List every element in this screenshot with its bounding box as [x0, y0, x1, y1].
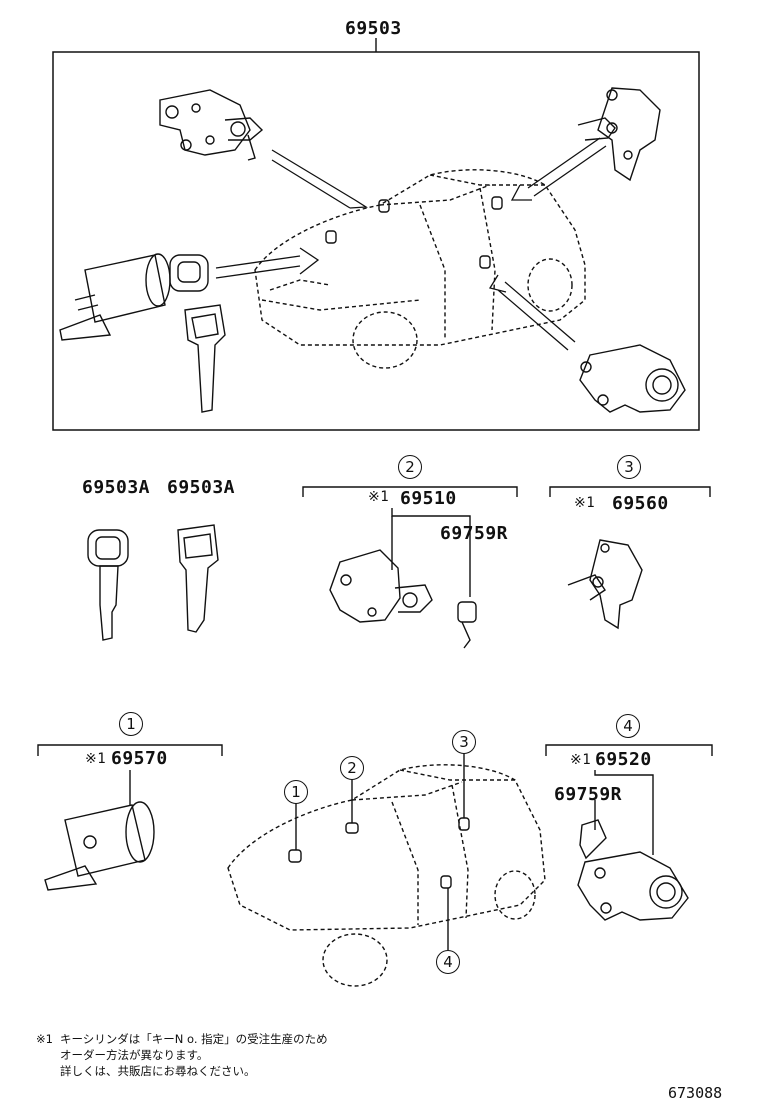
key-part-number-left: 69503A: [82, 477, 151, 498]
car-callout-3: 3: [452, 730, 476, 754]
group-4-bracket: [545, 744, 713, 855]
group-3-callout: 3: [617, 455, 641, 479]
group-1-part-number: 69570: [111, 748, 168, 769]
callout-leaders: [295, 752, 465, 950]
group-4-sub-part-number: 69759R: [554, 784, 623, 805]
group-3-part-number: 69560: [612, 493, 669, 514]
door-lock-assembly-front-top: [159, 89, 264, 161]
group-4-part-number: 69520: [595, 749, 652, 770]
key-69503a-right: [177, 524, 219, 633]
car-callout-1: 1: [284, 780, 308, 804]
car-callout-4: 4: [436, 950, 460, 974]
group-2-mark: ※1: [368, 489, 390, 505]
back-door-lock-top: [579, 344, 686, 413]
group-2-bracket: [302, 486, 518, 597]
door-lock-assembly-rear-top: [577, 87, 661, 182]
kit-part-number: 69503: [345, 18, 402, 39]
car-illustration-top: [254, 169, 586, 369]
key-69503a-left: [87, 529, 129, 641]
lock-part-69759r-b: [579, 819, 607, 860]
lock-part-69759r-a: [457, 601, 477, 649]
footnote-line-2: オーダー方法が異なります。: [60, 1048, 209, 1062]
group-2-part-number: 69510: [400, 488, 457, 509]
group-2-sub-part-number: 69759R: [440, 523, 509, 544]
lock-points-top: [325, 196, 503, 269]
group-3-mark: ※1: [574, 495, 596, 511]
group-2-callout: 2: [398, 455, 422, 479]
group-4-mark: ※1: [570, 752, 592, 768]
ignition-cylinder-top: [59, 253, 171, 341]
key-pair-top: [169, 254, 226, 413]
group-1-bracket: [37, 744, 223, 805]
figure-number: 673088: [668, 1084, 723, 1102]
footnote-mark: ※1: [36, 1032, 53, 1046]
door-lock-assembly-69560: [567, 539, 643, 630]
group-4-callout: 4: [616, 714, 640, 738]
kit-frame: [52, 51, 700, 431]
footnote-line-1: キーシリンダは「キーN o. 指定」の受注生産のため: [60, 1032, 328, 1046]
ignition-cylinder-69570: [44, 801, 155, 891]
assembly-arrows: [215, 137, 607, 351]
car-illustration-bottom: [227, 764, 546, 987]
back-door-lock-69520: [577, 851, 689, 921]
group-3-bracket: [549, 486, 711, 497]
key-part-number-right: 69503A: [167, 477, 236, 498]
footnote-line-3: 詳しくは、共販店にお尋ねください。: [60, 1064, 256, 1078]
group-1-mark: ※1: [85, 751, 107, 767]
car-callout-2: 2: [340, 756, 364, 780]
door-lock-assembly-69510: [329, 549, 433, 623]
group-1-callout: 1: [119, 712, 143, 736]
lock-points-bottom: [288, 817, 470, 889]
